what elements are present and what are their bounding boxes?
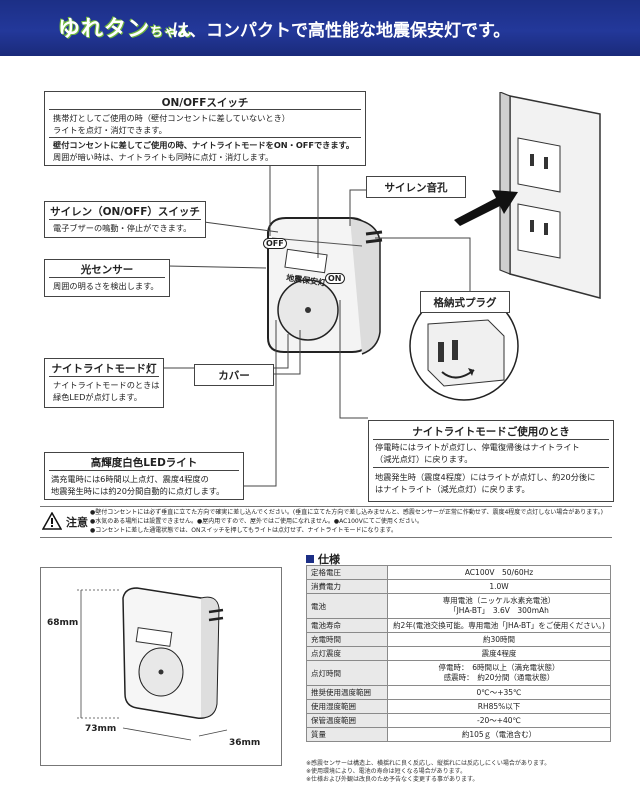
onoff-text1: 携帯灯としてご使用の時（壁付コンセントに差していないとき） ライトを点灯・消灯で… (53, 113, 290, 135)
logo-main: ゆれタン (58, 17, 151, 42)
siren-switch-box: サイレン（ON/OFF）スイッチ 電子ブザーの鳴動・停止ができます。 (44, 201, 206, 238)
plug-title: 格納式プラグ (433, 297, 497, 309)
nightlight-lamp-box: ナイトライトモード灯 ナイトライトモードのときは 緑色LEDが点灯します。 (44, 358, 164, 408)
plug-box: 格納式プラグ (420, 291, 510, 313)
nightlight-lamp-text: ナイトライトモードのときは 緑色LEDが点灯します。 (53, 380, 160, 402)
onoff-text2: 周囲が暗い時は、ナイトライトも同時に点灯・消灯します。 (53, 152, 274, 162)
spec-row: 点灯震度震度4程度 (306, 646, 611, 661)
nightlight-use-text2: 地震発生時（震度4程度）にはライトが点灯し、約20分後に はナイトライト（減光点… (375, 472, 596, 494)
device-illustration (267, 217, 383, 355)
spec-row: 点灯時間停電時： 6時間以上（満充電状態） 感震時： 約20分間（通電状態） (306, 660, 611, 686)
nightlight-use-title: ナイトライトモードご使用のとき (412, 426, 570, 438)
caution-label: 注意 (66, 516, 88, 529)
device-on-label: ON (325, 273, 345, 284)
spec-row: 質量約105ｇ（電池含む） (306, 727, 611, 742)
light-sensor-text: 周囲の明るさを検出します。 (53, 281, 159, 291)
tagline: は、コンパクトで高性能な地震保安灯です。 (172, 21, 511, 41)
light-sensor-box: 光センサー 周囲の明るさを検出します。 (44, 259, 170, 297)
led-text: 満充電時には6時間以上点灯、震度4程度の 地震発生時には約20分間自動的に点灯し… (51, 474, 225, 496)
warning-icon (42, 512, 62, 530)
spec-row: 電池寿命約2年(電池交換可能。専用電池「JHA-BT」をご使用ください。) (306, 618, 611, 633)
plug-detail-circle (409, 291, 519, 401)
dimension-height: 68mm (47, 618, 79, 628)
nightlight-use-text1: 停電時にはライトが点灯し、停電復帰後はナイトライト （減光点灯）に戻ります。 (375, 442, 580, 464)
cover-box: カバー (194, 364, 274, 386)
device-dimension-illustration (77, 587, 228, 741)
brand-logo: ゆれタンちゃん (58, 11, 192, 43)
nightlight-lamp-title: ナイトライトモード灯 (51, 363, 157, 375)
siren-switch-title: サイレン（ON/OFF）スイッチ (50, 206, 200, 218)
spec-row: 電池専用電池（ニッケル水素充電池） 「JHA-BT」 3.6V 300mAh (306, 593, 611, 619)
led-box: 高輝度白色LEDライト 満充電時には6時間以上点灯、震度4程度の 地震発生時には… (44, 452, 244, 500)
onoff-switch-box: ON/OFFスイッチ 携帯灯としてご使用の時（壁付コンセントに差していないとき）… (44, 91, 366, 166)
caution-section: 注意 ●壁付コンセントには必ず垂直に立てた方向で確実に差し込んでください。(垂直… (40, 506, 612, 538)
dimension-width: 73mm (85, 724, 117, 734)
dimension-depth: 36mm (229, 738, 261, 748)
insert-arrow-icon (454, 190, 518, 226)
onoff-text2-bold: 壁付コンセントに差してご使用の時、ナイトライトモードをON・OFFできます。 (53, 140, 355, 150)
spec-row: 充電時間約30時間 (306, 632, 611, 647)
nightlight-use-box: ナイトライトモードご使用のとき 停電時にはライトが点灯し、停電復帰後はナイトライ… (368, 420, 614, 502)
siren-switch-text: 電子ブザーの鳴動・停止ができます。 (53, 223, 192, 233)
onoff-title: ON/OFFスイッチ (161, 97, 249, 109)
light-sensor-title: 光センサー (80, 264, 134, 276)
spec-notes: ※感震センサーは構造上、横揺れに良く反応し、縦揺れには反応しにくい場合があります… (306, 760, 551, 783)
caution-text: ●壁付コンセントには必ず垂直に立てた方向で確実に差し込んでください。(垂直に立て… (90, 509, 603, 534)
header-banner: ゆれタンちゃん は、コンパクトで高性能な地震保安灯です。 (0, 0, 640, 56)
led-title: 高輝度白色LEDライト (90, 457, 198, 469)
dimension-drawing: 68mm 73mm 36mm (40, 567, 282, 766)
spec-row: 保管温度範囲-20～+40℃ (306, 713, 611, 728)
wall-outlet-illustration (499, 92, 601, 299)
device-off-label: OFF (263, 238, 287, 249)
cover-title: カバー (218, 370, 250, 382)
siren-hole-box: サイレン音孔 (366, 176, 466, 198)
spec-title: 仕様 (306, 551, 340, 567)
logo-sub: ちゃん (150, 25, 193, 40)
siren-hole-title: サイレン音孔 (384, 182, 448, 194)
